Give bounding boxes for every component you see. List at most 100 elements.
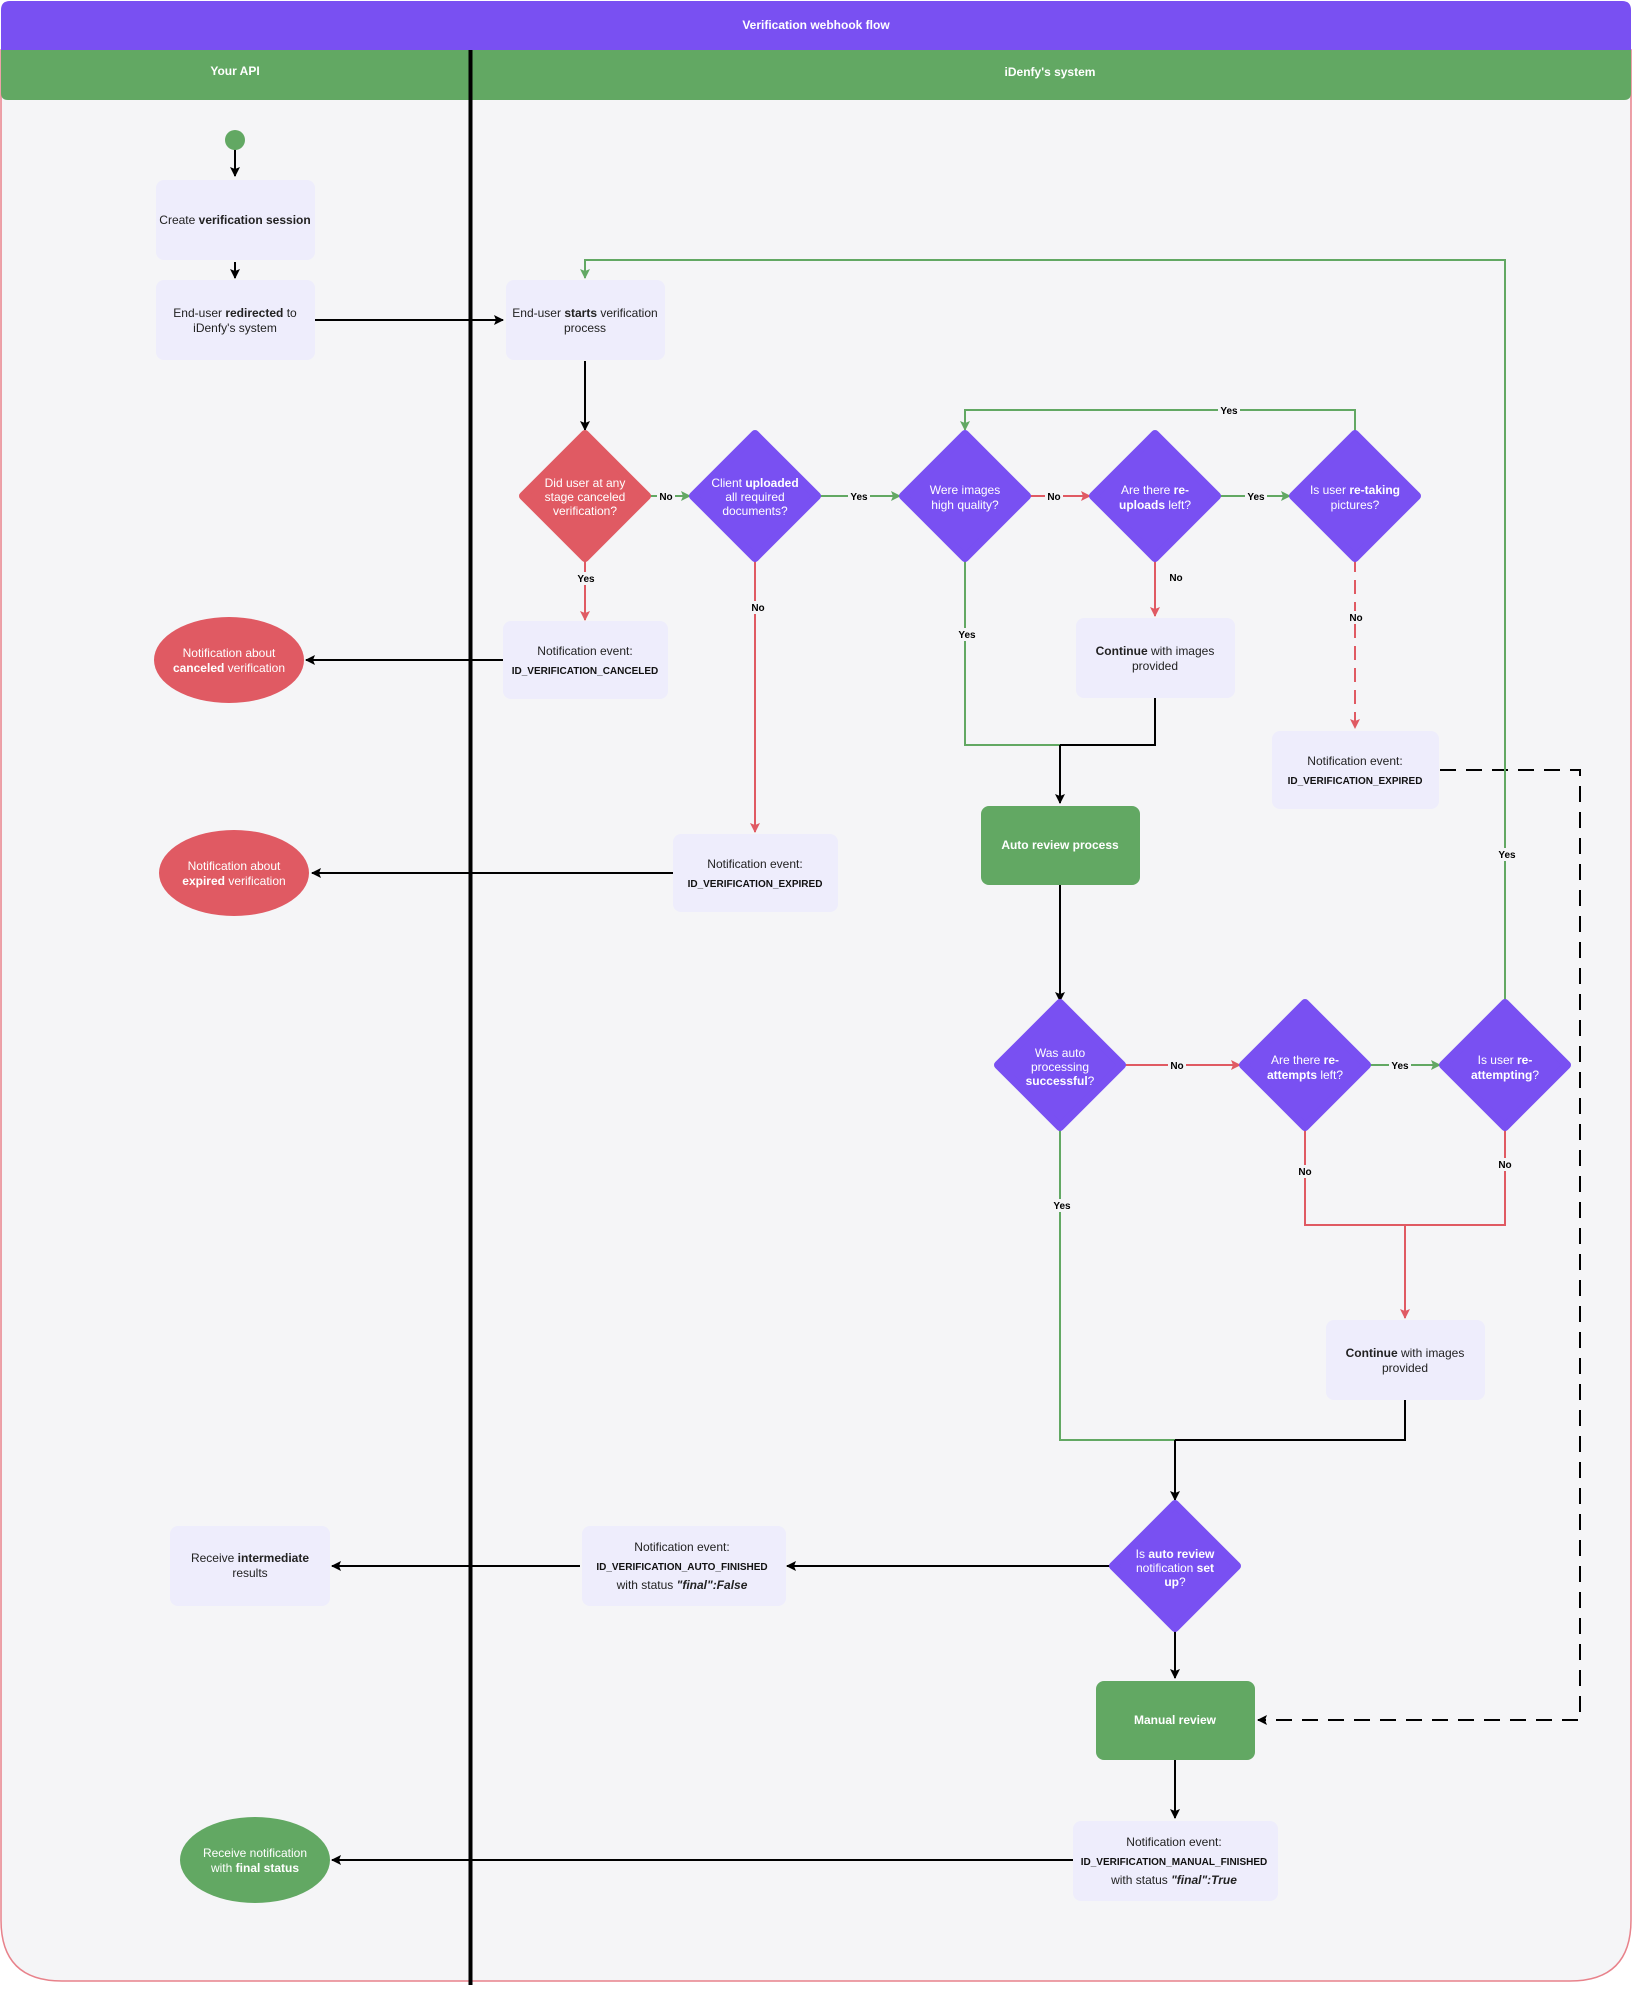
edge-success-merge <box>1059 1129 1175 1441</box>
svg-text:No: No <box>1349 613 1362 624</box>
pool-background <box>0 49 1632 1982</box>
label-reuploads-no: No <box>1167 571 1185 584</box>
start-node <box>225 130 245 150</box>
diagram-title: Verification webhook flow <box>742 18 890 32</box>
svg-text:Manual review: Manual review <box>1134 1713 1217 1727</box>
label-retaking-no: No <box>1347 611 1365 624</box>
svg-text:documents?: documents? <box>722 504 788 518</box>
svg-text:Yes: Yes <box>1220 406 1238 417</box>
svg-text:stage canceled: stage canceled <box>545 490 626 504</box>
svg-text:notification set: notification set <box>1136 1561 1214 1575</box>
svg-text:Is user re-: Is user re- <box>1478 1053 1533 1067</box>
edge-expired-manual <box>1257 769 1581 1725</box>
notif-expired-verification: Notification about expired verification <box>159 830 309 916</box>
edge-reattempting-continue <box>1400 1129 1506 1319</box>
svg-text:Yes: Yes <box>1391 1061 1409 1072</box>
lane-title-system: iDenfy's system <box>1005 65 1096 79</box>
decision-canceled: Did user at any stage canceled verificat… <box>519 430 651 562</box>
svg-text:Notification about: Notification about <box>188 859 281 873</box>
event-manual-finished: Notification event: ID_VERIFICATION_MANU… <box>1073 1821 1278 1901</box>
decision-quality: Were images high quality? <box>899 430 1031 562</box>
svg-text:Yes: Yes <box>1247 492 1265 503</box>
svg-text:No: No <box>659 492 672 503</box>
event-expired-retaking: Notification event: ID_VERIFICATION_EXPI… <box>1272 731 1439 809</box>
label-reattempting-no: No <box>1496 1158 1514 1171</box>
svg-text:Create verification session: Create verification session <box>159 213 310 227</box>
svg-text:expired verification: expired verification <box>182 874 285 888</box>
svg-text:Receive intermediate: Receive intermediate <box>191 1551 309 1565</box>
decision-notification-setup: Is auto review notification set up? <box>1109 1500 1241 1632</box>
task-manual-review: Manual review <box>1096 1681 1255 1760</box>
svg-text:Notification event:: Notification event: <box>1126 1835 1221 1849</box>
decision-auto-success: Was auto processing successful? <box>994 999 1126 1131</box>
decision-reattempts: Are there re- attempts left? <box>1239 999 1371 1131</box>
svg-text:results: results <box>232 1566 267 1580</box>
edge-retaking-quality <box>960 409 1356 434</box>
svg-text:Notification event:: Notification event: <box>707 857 802 871</box>
svg-text:No: No <box>751 603 764 614</box>
svg-text:Continue with images: Continue with images <box>1096 644 1215 658</box>
event-expired-upload: Notification event: ID_VERIFICATION_EXPI… <box>673 834 838 912</box>
event-canceled: Notification event: ID_VERIFICATION_CANC… <box>503 621 668 699</box>
lane-header-api: Your API <box>1 50 469 100</box>
notif-final-status: Receive notification with final status <box>180 1817 330 1903</box>
svg-text:Yes: Yes <box>577 574 595 585</box>
svg-text:successful?: successful? <box>1026 1074 1095 1088</box>
svg-text:Client uploaded: Client uploaded <box>711 476 798 490</box>
title-bar: Verification webhook flow <box>1 1 1631 50</box>
edge-quality-merge <box>964 558 1060 746</box>
svg-text:processing: processing <box>1031 1060 1089 1074</box>
svg-text:Yes: Yes <box>958 630 976 641</box>
svg-text:high quality?: high quality? <box>931 498 999 512</box>
lane-header-system: iDenfy's system <box>472 50 1631 100</box>
svg-text:No: No <box>1298 1167 1311 1178</box>
label-quality-yes: Yes <box>956 628 978 641</box>
decision-reuploads: Are there re- uploads left? <box>1089 430 1221 562</box>
svg-text:Did user at any: Did user at any <box>545 476 626 490</box>
svg-text:attempts left?: attempts left? <box>1267 1068 1343 1082</box>
svg-text:ID_VERIFICATION_CANCELED: ID_VERIFICATION_CANCELED <box>512 666 659 677</box>
edge-reattempting-starts <box>580 259 1506 1003</box>
svg-text:Are there re-: Are there re- <box>1271 1053 1339 1067</box>
svg-text:No: No <box>1498 1160 1511 1171</box>
svg-text:Yes: Yes <box>1053 1201 1071 1212</box>
svg-text:uploads left?: uploads left? <box>1119 498 1191 512</box>
label-uploaded-no: No <box>749 601 767 614</box>
label-reuploads-yes: Yes <box>1245 490 1267 503</box>
edge-continue2-merge <box>1175 1400 1406 1441</box>
label-success-yes: Yes <box>1051 1199 1073 1212</box>
svg-text:verification?: verification? <box>553 504 617 518</box>
svg-text:ID_VERIFICATION_EXPIRED: ID_VERIFICATION_EXPIRED <box>1288 776 1423 787</box>
label-reattempting-yes: Yes <box>1496 848 1518 861</box>
task-redirected: End-user redirected to iDenfy's system <box>156 280 315 360</box>
task-continue-1: Continue with images provided <box>1076 618 1235 698</box>
svg-text:process: process <box>564 321 606 335</box>
svg-text:Are there re-: Are there re- <box>1121 483 1189 497</box>
task-starts-verification: End-user starts verification process <box>506 280 665 360</box>
svg-text:No: No <box>1169 573 1182 584</box>
svg-text:attempting?: attempting? <box>1471 1068 1539 1082</box>
svg-text:Is user re-taking: Is user re-taking <box>1310 483 1400 497</box>
svg-text:Is auto review: Is auto review <box>1136 1547 1215 1561</box>
task-continue-2: Continue with images provided <box>1326 1320 1485 1400</box>
label-success-no: No <box>1168 1059 1186 1072</box>
lane-title-api: Your API <box>210 64 259 78</box>
svg-text:Auto review process: Auto review process <box>1001 838 1119 852</box>
svg-text:ID_VERIFICATION_EXPIRED: ID_VERIFICATION_EXPIRED <box>688 879 823 890</box>
label-quality-no: No <box>1045 490 1063 503</box>
svg-text:with status "final":True: with status "final":True <box>1110 1873 1237 1887</box>
svg-text:provided: provided <box>1132 659 1178 673</box>
svg-text:End-user starts verification: End-user starts verification <box>512 306 657 320</box>
svg-text:Yes: Yes <box>850 492 868 503</box>
label-uploaded-yes: Yes <box>848 490 870 503</box>
svg-text:with status "final":False: with status "final":False <box>616 1578 748 1592</box>
svg-text:Were images: Were images <box>930 483 1000 497</box>
svg-text:No: No <box>1047 492 1060 503</box>
svg-text:Yes: Yes <box>1498 850 1516 861</box>
svg-text:Notification event:: Notification event: <box>1307 754 1402 768</box>
edge-labels: No Yes Yes No No Yes Yes No Yes No Yes N… <box>575 404 1518 1212</box>
svg-text:all required: all required <box>725 490 784 504</box>
task-auto-review: Auto review process <box>981 806 1140 885</box>
edge-continue-merge <box>1060 698 1156 746</box>
